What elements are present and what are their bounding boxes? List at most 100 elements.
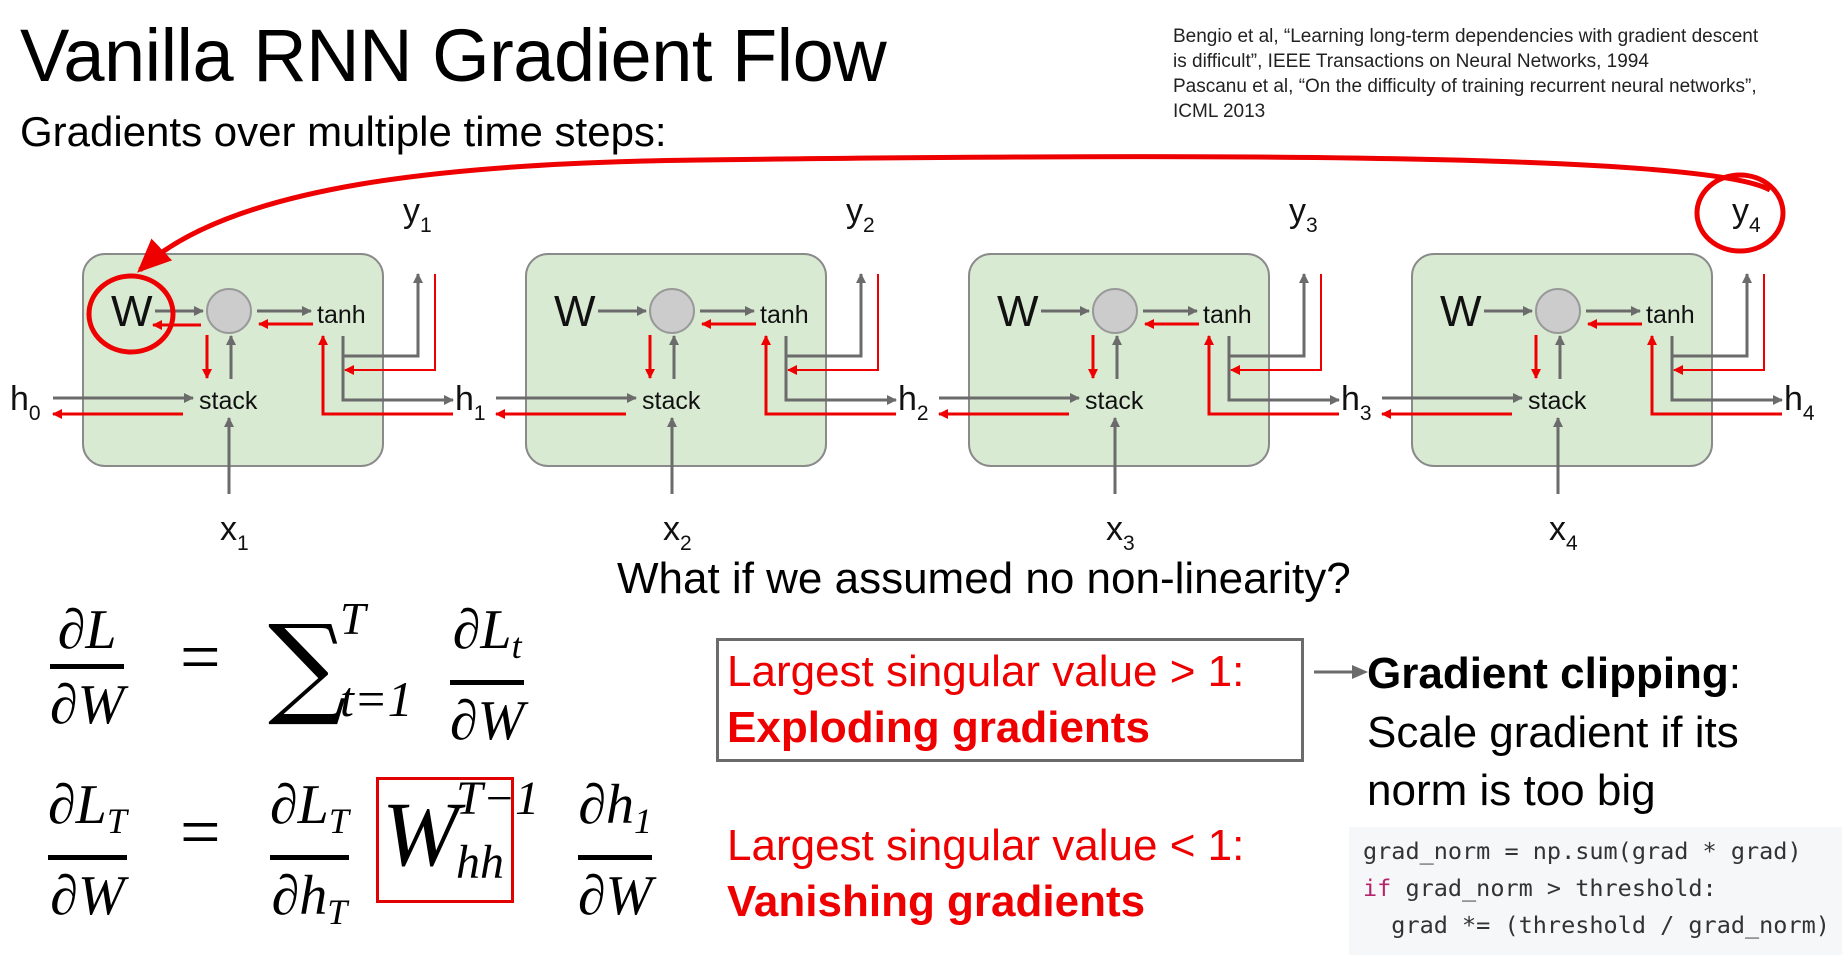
weight-exponent: T−1 [456, 772, 540, 825]
sum-upper-limit: T [340, 593, 366, 644]
numerator: ∂L [57, 599, 117, 661]
tanh-label: tanh [760, 301, 809, 329]
input-label: x4 [1549, 510, 1578, 555]
arrow-forward [786, 273, 866, 358]
denominator: ∂W [50, 865, 125, 927]
rnn-cell-box [525, 253, 827, 467]
multiply-node [1535, 288, 1581, 334]
fraction-lhs: ∂L ∂W [50, 599, 125, 735]
stack-label: stack [1528, 387, 1587, 415]
gradient-clipping-heading: Gradient clipping: [1367, 649, 1742, 698]
fraction-lhs: ∂LT ∂W [48, 775, 127, 926]
svg-text:y1: y1 [403, 192, 432, 237]
weight-highlight-circle [86, 273, 176, 355]
weight-matrix-symbol: W [382, 783, 459, 885]
output-label: y1 [403, 192, 432, 237]
input-label: x1 [220, 510, 249, 555]
weight-subscript: hh [456, 836, 504, 889]
input-label: x2 [663, 510, 692, 555]
arrow-backward [1647, 335, 1782, 416]
references: Bengio et al, “Learning long-term depend… [1173, 24, 1842, 124]
hidden-state-label: h1 [455, 380, 486, 425]
code-block: grad_norm = np.sum(grad * grad) if grad_… [1349, 827, 1842, 955]
svg-text:x2: x2 [663, 510, 692, 555]
arrow-backward [1673, 274, 1765, 375]
arrow-forward [1229, 273, 1309, 358]
tanh-label: tanh [317, 301, 366, 329]
output-label: y2 [846, 192, 875, 237]
tanh-label: tanh [1203, 301, 1252, 329]
svg-text:h2: h2 [898, 380, 929, 425]
question-text: What if we assumed no non-linearity? [617, 554, 1351, 603]
fraction-dl-dh: ∂LT ∂hT [270, 775, 349, 942]
arrow-backward [1204, 335, 1339, 416]
svg-text:x1: x1 [220, 510, 249, 555]
numerator: ∂h1 [578, 774, 652, 841]
weight-label: W [997, 287, 1039, 336]
hidden-state-label: h4 [1784, 380, 1815, 425]
code-line: grad *= (threshold / grad_norm) [1363, 911, 1830, 939]
stack-label: stack [1085, 387, 1144, 415]
svg-text:y3: y3 [1289, 192, 1318, 237]
numerator: ∂Lt [452, 599, 522, 666]
slide-subtitle: Gradients over multiple time steps: [20, 108, 667, 155]
sum-symbol: ∑ [268, 601, 347, 729]
rnn-cell-box [968, 253, 1270, 467]
clipping-description-line: Scale gradient if its [1367, 708, 1739, 757]
rnn-cell-box [1411, 253, 1713, 467]
arrow-backward [344, 274, 436, 375]
stack-label: stack [642, 387, 701, 415]
tanh-label: tanh [1646, 301, 1695, 329]
arrow-forward [1672, 273, 1752, 358]
slide-title: Vanilla RNN Gradient Flow [20, 14, 887, 97]
arrow-forward [343, 273, 423, 358]
exploding-condition: Largest singular value > 1: [727, 647, 1245, 696]
arrow-backward [761, 335, 896, 416]
arrow-backward [318, 335, 453, 416]
weight-label: W [554, 287, 596, 336]
multiply-node [1092, 288, 1138, 334]
arrow-right-icon [1314, 665, 1368, 679]
svg-text:y4: y4 [1732, 192, 1761, 237]
code-line: grad_norm = np.sum(grad * grad) [1363, 837, 1802, 865]
input-label: x3 [1106, 510, 1135, 555]
arrow-backward [1230, 274, 1322, 375]
hidden-state-label: h0 [10, 380, 41, 425]
clipping-description-line: norm is too big [1367, 766, 1656, 815]
svg-text:x3: x3 [1106, 510, 1135, 555]
denominator: ∂hT [271, 865, 348, 932]
hidden-state-label: h2 [898, 380, 929, 425]
fraction-dh-dw: ∂h1 ∂W [578, 774, 653, 927]
reference-line: is difficult”, IEEE Transactions on Neur… [1173, 51, 1649, 72]
svg-text:y2: y2 [846, 192, 875, 237]
output-highlight-circle [1694, 172, 1786, 254]
gradient-flow-arrow [137, 154, 1772, 273]
reference-line: ICML 2013 [1173, 101, 1266, 122]
vanishing-result: Vanishing gradients [727, 877, 1146, 926]
reference-line: Bengio et al, “Learning long-term depend… [1173, 26, 1759, 47]
hidden-state-label: h3 [1341, 380, 1372, 425]
reference-line: Pascanu et al, “On the difficulty of tra… [1173, 76, 1757, 97]
weight-label: W [111, 287, 153, 336]
equals-sign: = [180, 792, 221, 872]
arrow-backward [787, 274, 879, 375]
denominator: ∂W [578, 865, 653, 927]
code-line: if grad_norm > threshold: [1363, 874, 1717, 902]
equals-sign: = [180, 617, 221, 697]
svg-text:h3: h3 [1341, 380, 1372, 425]
denominator: ∂W [450, 690, 525, 752]
rnn-cell-box [82, 253, 384, 467]
multiply-node [649, 288, 695, 334]
numerator: ∂LT [48, 774, 127, 841]
stack-label: stack [199, 387, 258, 415]
vanishing-condition: Largest singular value < 1: [727, 821, 1245, 870]
svg-text:h0: h0 [10, 380, 41, 425]
weight-label: W [1440, 287, 1482, 336]
fraction-rhs: ∂Lt ∂W [450, 599, 525, 752]
exploding-result: Exploding gradients [727, 703, 1150, 752]
numerator: ∂LT [270, 774, 349, 841]
